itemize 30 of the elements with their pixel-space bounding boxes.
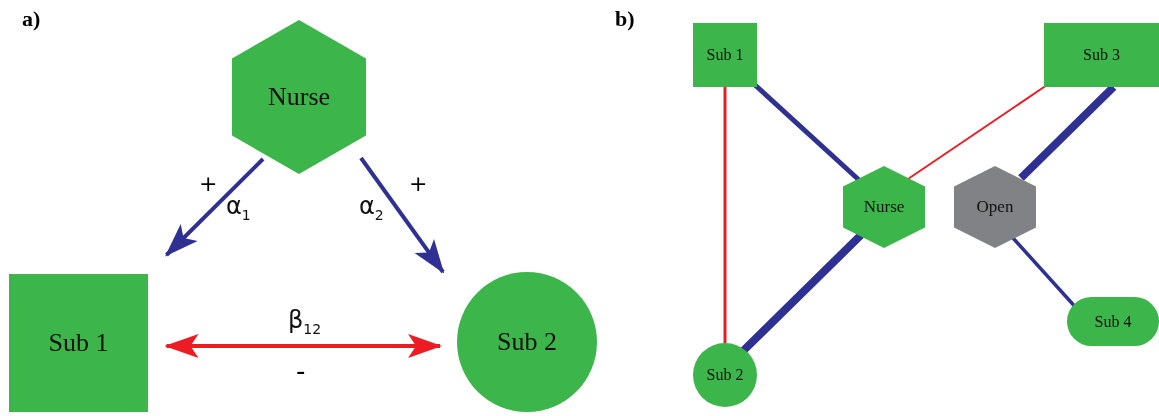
edge-label: α$_{2}$ (359, 192, 384, 223)
circle-node (693, 343, 757, 407)
node-label: Sub 4 (1094, 312, 1132, 331)
square-node (9, 274, 148, 412)
edge-label: β$_{12}$ (288, 306, 322, 337)
square-node (693, 23, 757, 87)
sign-label: + (409, 171, 428, 196)
square-node (1044, 23, 1159, 87)
node-label: Nurse (267, 82, 331, 112)
panel-label: b) (615, 6, 635, 32)
connector-line (753, 83, 861, 182)
node-label: Sub 2 (706, 366, 744, 384)
node-label: Sub 1 (706, 46, 744, 64)
node-label: Sub 1 (48, 328, 109, 358)
node-label: Nurse (863, 197, 905, 217)
connector-line (1011, 236, 1076, 307)
connector-line (1018, 84, 1117, 181)
node-label: Sub 3 (1083, 46, 1120, 64)
arrow (359, 156, 445, 274)
node-label: Open (976, 197, 1014, 217)
connector-line (723, 87, 727, 343)
node-label: Sub 2 (497, 327, 557, 357)
double-arrow (164, 334, 442, 358)
arrow (165, 157, 265, 257)
edge-label: α$_{1}$ (226, 192, 251, 223)
sign-label: + (199, 171, 218, 196)
sign-label: - (296, 356, 306, 386)
rounded-node (1067, 297, 1159, 346)
connector-line (907, 85, 1047, 180)
panel-label: a) (22, 6, 41, 32)
